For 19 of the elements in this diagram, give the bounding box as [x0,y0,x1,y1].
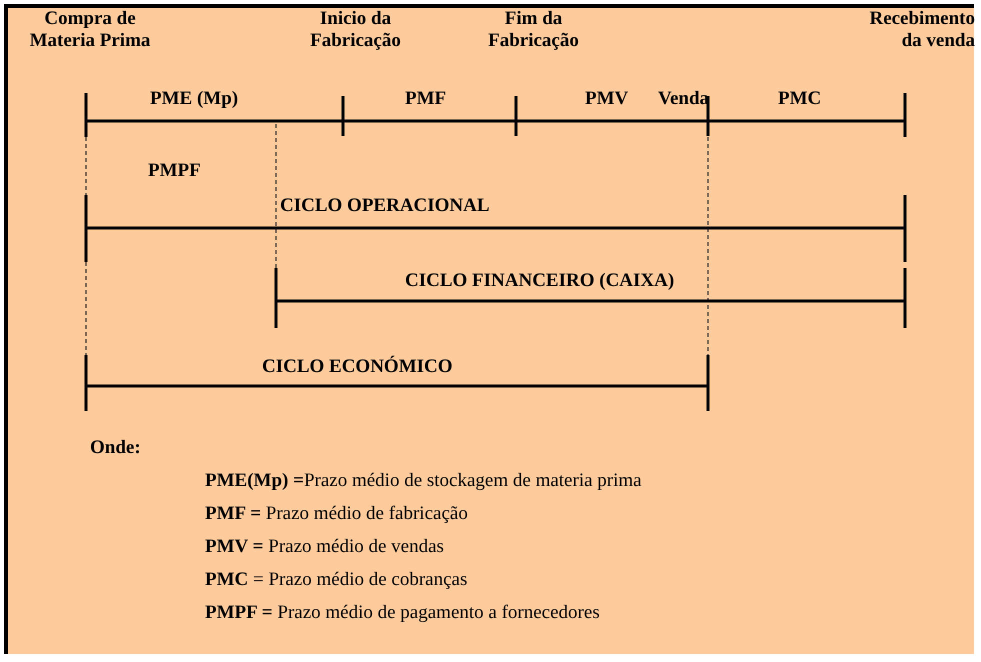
period-label: PME (Mp) [150,88,238,110]
period-label: PMPF [148,160,201,182]
definition-text: PMPF = Prazo médio de pagamento a fornecedores [205,602,600,624]
event-label: Compra de Materia Prima [28,8,152,52]
definition-text: PME(Mp) =Prazo médio de stockagem de materia prima [205,470,642,492]
event-label: Venda [658,88,710,110]
cycle-label: CICLO ECONÓMICO [262,356,453,378]
period-label: PMC [778,88,822,110]
period-label: PMF [405,88,446,110]
definition-text: PMF = Prazo médio de fabricação [205,503,468,525]
cycle-label: CICLO OPERACIONAL [280,195,490,217]
event-label: Inicio da Fabricação [309,8,402,52]
period-label: PMV [585,88,628,110]
event-label: Fim da Fabricação [487,8,580,52]
cycle-label: CICLO FINANCEIRO (CAIXA) [405,270,674,292]
event-label: Recebimento da venda [868,8,975,52]
legend-heading: Onde: [90,437,141,459]
definition-text: PMC = Prazo médio de cobranças [205,569,468,591]
definition-text: PMV = Prazo médio de vendas [205,536,444,558]
